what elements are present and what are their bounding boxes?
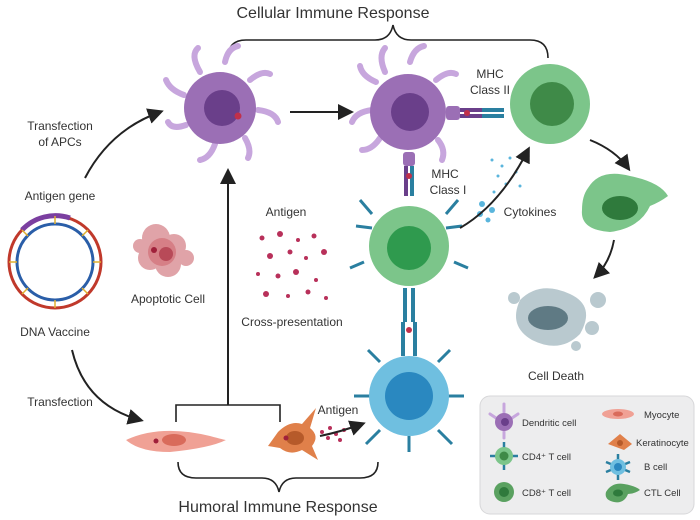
- mhc2-label-2: Class II: [470, 83, 510, 97]
- mhc2-label-1: MHC: [476, 67, 504, 81]
- dna-plasmid-icon: [7, 213, 103, 310]
- cell-death-icon: [508, 288, 606, 351]
- cell-death-label: Cell Death: [528, 369, 584, 383]
- title-humoral: Humoral Immune Response: [178, 499, 377, 516]
- arrow-ctl-to-death: [593, 239, 615, 279]
- cross-presentation-label: Cross-presentation: [241, 315, 342, 329]
- legend-ctl-label: CTL Cell: [644, 488, 681, 499]
- legend-cd8-icon: [494, 482, 514, 502]
- legend-dendritic-icon: [488, 402, 520, 440]
- arrow-cd4-to-ctl: [589, 139, 631, 172]
- legend-dendritic-label: Dendritic cell: [522, 418, 576, 429]
- top-brace: [227, 24, 549, 59]
- antigen-dots-top: [256, 231, 328, 300]
- antigen-gene-label: Antigen gene: [25, 189, 96, 203]
- mhc1-label-2: Class I: [430, 183, 467, 197]
- bottom-brace: [177, 461, 379, 493]
- arrow-to-myocyte: [71, 349, 144, 425]
- transfection-apcs-label-2: of APCs: [38, 135, 81, 149]
- legend-myocyte-icon: [602, 409, 634, 419]
- mhc-class-i-icon: [403, 152, 415, 196]
- antigen-bottom-label: Antigen: [318, 403, 359, 417]
- b-cell-icon: [354, 322, 464, 452]
- dendritic-cell-center-icon: [349, 43, 459, 163]
- myocyte-icon: [126, 430, 226, 452]
- transfection-label: Transfection: [27, 395, 93, 409]
- dna-vaccine-label: DNA Vaccine: [20, 325, 90, 339]
- cytokines-label: Cytokines: [504, 205, 557, 219]
- apoptotic-cell-icon: [133, 224, 194, 277]
- legend-cd4-label: CD4⁺ T cell: [522, 452, 571, 463]
- cd4-t-cell-top-icon: [510, 64, 590, 144]
- legend: Dendritic cell Myocyte CD4⁺ T cell Kerat…: [479, 395, 695, 515]
- apoptotic-cell-label: Apoptotic Cell: [131, 292, 205, 306]
- title-cellular: Cellular Immune Response: [237, 5, 430, 22]
- arrow-to-apc: [84, 108, 164, 179]
- transfection-apcs-label-1: Transfection: [27, 119, 93, 133]
- arrow-cd8-to-cd4: [459, 146, 530, 229]
- antigen-top-label: Antigen: [266, 205, 307, 219]
- arrow-antigen-to-bcell: [319, 420, 366, 437]
- transfected-cells-bracket: [175, 404, 281, 422]
- legend-bcell-icon: [605, 454, 631, 480]
- dendritic-cell-left-icon: [163, 43, 281, 163]
- keratinocyte-icon: [268, 408, 318, 460]
- legend-cd8-label: CD8⁺ T cell: [522, 488, 571, 499]
- legend-keratinocyte-label: Keratinocyte: [636, 438, 689, 449]
- legend-cd4-icon: [490, 442, 518, 470]
- mhc-class-ii-icon: [446, 106, 504, 120]
- mhc1-label-1: MHC: [431, 167, 459, 181]
- legend-ctl-icon: [605, 483, 640, 503]
- cd8-t-cell-icon: [349, 199, 469, 322]
- legend-myocyte-label: Myocyte: [644, 410, 679, 421]
- legend-bcell-label: B cell: [644, 462, 667, 473]
- ctl-cell-icon: [581, 173, 668, 232]
- legend-keratinocyte-icon: [608, 434, 632, 450]
